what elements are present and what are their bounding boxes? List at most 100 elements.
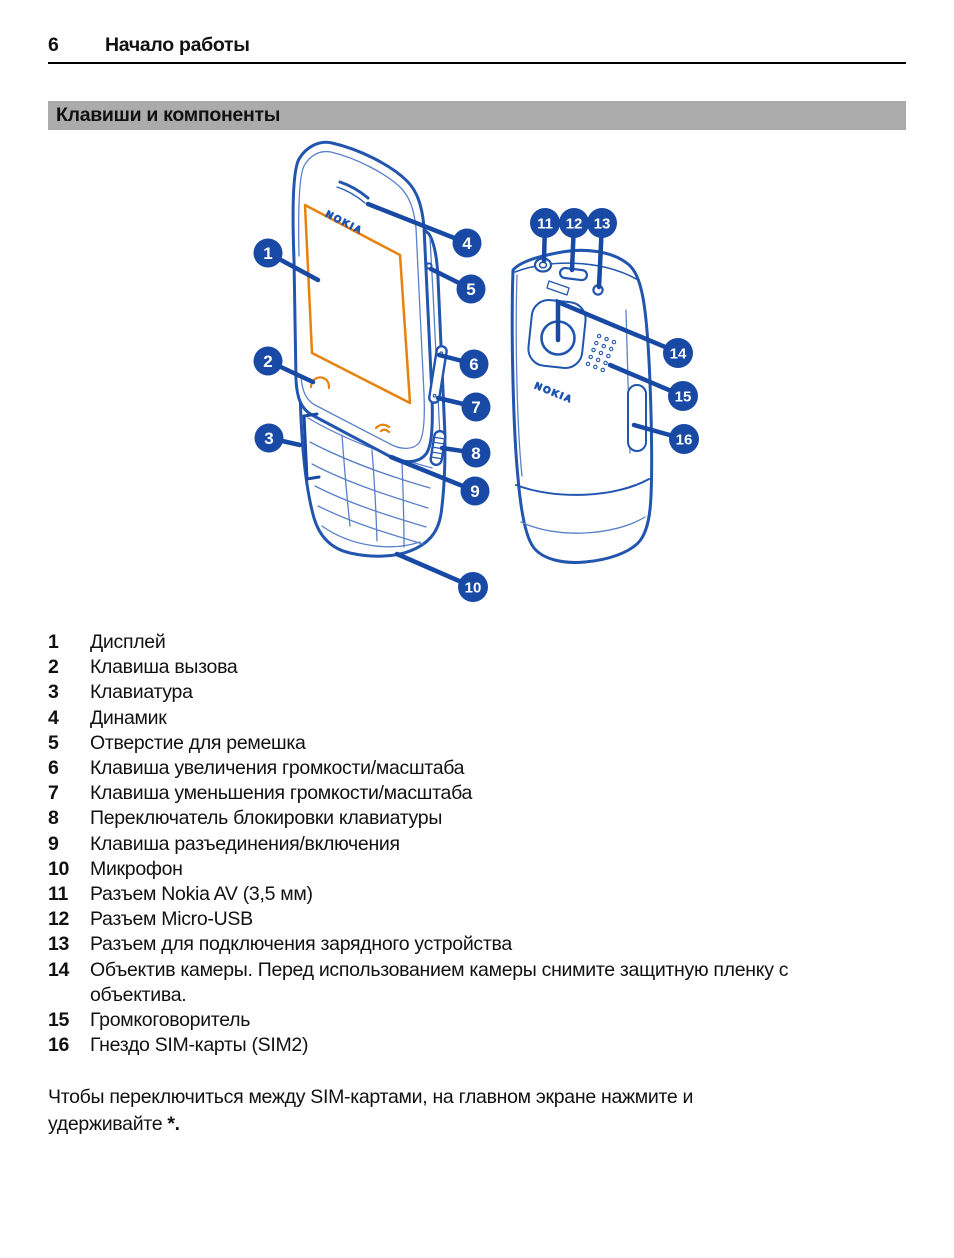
item-number: 2 xyxy=(48,656,59,679)
callout-1: 1 xyxy=(253,238,283,268)
section-heading: Клавиши и компоненты xyxy=(56,104,281,126)
item-number: 5 xyxy=(48,731,59,754)
callout-9: 9 xyxy=(460,476,490,506)
item-label: Клавиша вызова xyxy=(90,656,238,679)
item-label: Клавиша увеличения громкости/масштаба xyxy=(90,757,465,780)
list-item: 14 Объектив камеры. Перед использованием … xyxy=(48,958,864,1008)
item-label: Динамик xyxy=(90,706,167,729)
list-item: 11 Разъем Nokia AV (3,5 мм) xyxy=(48,882,864,907)
lock-switch xyxy=(429,429,447,467)
item-number: 9 xyxy=(48,832,59,855)
note-text: Чтобы переключиться между SIM-картами, н… xyxy=(48,1086,694,1135)
item-number: 15 xyxy=(48,1009,70,1032)
callout-10: 10 xyxy=(458,572,488,602)
item-number: 12 xyxy=(48,908,70,931)
sim-slot xyxy=(627,384,647,452)
list-item: 16 Гнездо SIM-карты (SIM2) xyxy=(48,1033,864,1058)
callout-2: 2 xyxy=(253,346,283,376)
item-number: 14 xyxy=(48,958,70,981)
item-number: 11 xyxy=(48,883,69,906)
page-number: 6 xyxy=(48,34,59,56)
loudspeaker-holes xyxy=(585,333,617,373)
note-asterisk: *. xyxy=(167,1112,180,1135)
callout-4: 4 xyxy=(452,228,482,258)
svg-text:10: 10 xyxy=(465,580,482,597)
svg-text:9: 9 xyxy=(470,482,479,501)
item-number: 3 xyxy=(48,681,59,704)
item-label: Разъем для подключения зарядного устройс… xyxy=(90,933,512,956)
svg-text:1: 1 xyxy=(263,244,272,263)
list-item: 15 Громкоговоритель xyxy=(48,1008,864,1033)
item-label: Клавиша разъединения/включения xyxy=(90,832,400,855)
phone-diagram: NOKIA xyxy=(48,130,906,624)
callout-12: 12 xyxy=(559,208,589,238)
volume-key xyxy=(428,345,448,404)
list-item: 10 Микрофон xyxy=(48,857,864,882)
svg-text:13: 13 xyxy=(594,216,611,233)
phone-illustration: NOKIA xyxy=(253,140,699,602)
list-item: 8 Переключатель блокировки клавиатуры xyxy=(48,806,864,831)
svg-text:5: 5 xyxy=(466,280,475,299)
item-label: Переключатель блокировки клавиатуры xyxy=(90,807,443,830)
item-label: Объектив камеры. Перед использованием ка… xyxy=(90,958,789,1006)
svg-text:7: 7 xyxy=(471,398,480,417)
item-label: Разъем Micro-USB xyxy=(90,908,253,931)
screen xyxy=(303,203,412,405)
svg-text:15: 15 xyxy=(675,389,692,406)
item-number: 1 xyxy=(48,631,59,653)
end-key-icon xyxy=(374,423,391,434)
earpiece xyxy=(336,180,370,204)
item-label: Микрофон xyxy=(90,857,183,880)
svg-text:12: 12 xyxy=(566,216,583,233)
svg-text:16: 16 xyxy=(676,432,693,449)
list-item: 3 Клавиатура xyxy=(48,680,864,705)
item-label: Разъем Nokia AV (3,5 мм) xyxy=(90,883,313,906)
list-item: 6 Клавиша увеличения громкости/масштаба xyxy=(48,756,864,781)
chapter-title: Начало работы xyxy=(105,34,250,56)
page-header: 6 Начало работы xyxy=(48,0,906,64)
item-number: 4 xyxy=(48,706,59,729)
list-item: 5 Отверстие для ремешка xyxy=(48,731,864,756)
callout-14: 14 xyxy=(663,338,693,368)
item-number: 7 xyxy=(48,782,59,805)
callout-8: 8 xyxy=(461,438,491,468)
callout-7: 7 xyxy=(461,392,491,422)
item-label: Клавиша уменьшения громкости/масштаба xyxy=(90,782,473,805)
callout-3: 3 xyxy=(254,423,284,453)
svg-text:14: 14 xyxy=(670,346,687,363)
svg-text:2: 2 xyxy=(263,352,272,371)
list-item: 13 Разъем для подключения зарядного устро… xyxy=(48,932,864,957)
callout-16: 16 xyxy=(669,424,699,454)
svg-text:8: 8 xyxy=(471,444,480,463)
item-number: 13 xyxy=(48,933,70,956)
list-item: 1 Дисплей xyxy=(48,630,864,655)
list-item: 12 Разъем Micro-USB xyxy=(48,907,864,932)
manual-page: 6 Начало работы Клавиши и компоненты xyxy=(48,0,906,1137)
front-phone: NOKIA xyxy=(291,140,448,558)
list-item: 2 Клавиша вызова xyxy=(48,655,864,680)
list-item: 7 Клавиша уменьшения громкости/масштаба xyxy=(48,781,864,806)
item-label: Дисплей xyxy=(90,631,166,653)
callout-11: 11 xyxy=(530,208,560,238)
item-label: Громкоговоритель xyxy=(90,1009,251,1032)
item-label: Клавиатура xyxy=(90,681,193,704)
svg-text:3: 3 xyxy=(264,429,273,448)
svg-text:6: 6 xyxy=(469,355,478,374)
sim-switch-note: Чтобы переключиться между SIM-картами, н… xyxy=(48,1084,906,1137)
list-item: 9 Клавиша разъединения/включения xyxy=(48,832,864,857)
item-number: 10 xyxy=(48,857,70,880)
item-label: Отверстие для ремешка xyxy=(90,731,306,754)
svg-text:4: 4 xyxy=(462,234,472,253)
list-item: 4 Динамик xyxy=(48,706,864,731)
callout-13: 13 xyxy=(587,208,617,238)
item-label: Гнездо SIM-карты (SIM2) xyxy=(90,1034,309,1057)
callout-5: 5 xyxy=(456,274,486,304)
keypad-keys xyxy=(307,417,433,548)
svg-text:11: 11 xyxy=(537,216,553,233)
item-number: 16 xyxy=(48,1034,70,1057)
callout-badges: 1 2 3 4 5 6 7 8 9 10 xyxy=(253,208,699,602)
item-number: 8 xyxy=(48,807,59,830)
item-number: 6 xyxy=(48,757,59,780)
section-heading-banner: Клавиши и компоненты xyxy=(48,101,906,130)
callout-15: 15 xyxy=(668,381,698,411)
